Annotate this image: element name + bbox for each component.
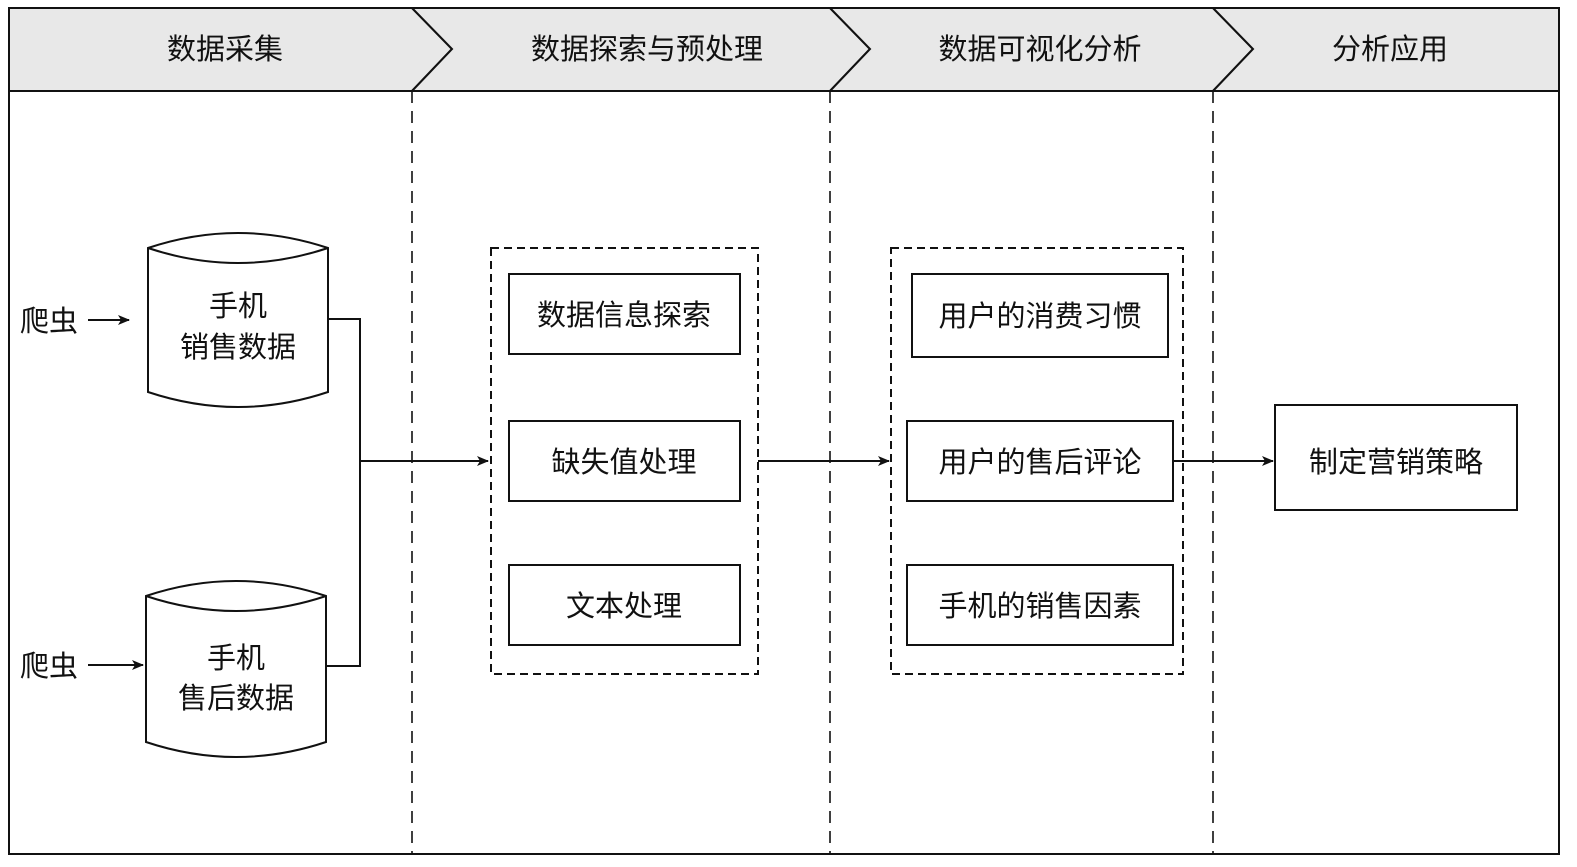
analysis-box-habits bbox=[911, 273, 1169, 358]
crawler-label-2: 爬虫 bbox=[20, 649, 78, 683]
analysis-label-habits: 用户的消费习惯 bbox=[938, 299, 1141, 333]
preprocess-box-missing bbox=[508, 420, 741, 502]
preprocess-group-frame bbox=[490, 247, 759, 675]
analysis-label-reviews: 用户的售后评论 bbox=[938, 445, 1141, 479]
source-sales-data: 爬虫 手机 销售数据 bbox=[20, 232, 329, 408]
database-label-aftersales-line2: 售后数据 bbox=[178, 681, 294, 715]
analysis-group: 用户的消费习惯 用户的售后评论 手机的销售因素 bbox=[890, 247, 1184, 675]
stage-label-application: 分析应用 bbox=[1332, 32, 1448, 66]
analysis-box-factors bbox=[906, 564, 1174, 646]
preprocess-group: 数据信息探索 缺失值处理 文本处理 bbox=[490, 247, 759, 675]
preprocess-box-explore bbox=[508, 273, 741, 355]
database-label-sales-line2: 销售数据 bbox=[180, 330, 296, 364]
merge-connector bbox=[326, 318, 361, 667]
database-icon-aftersales bbox=[145, 580, 327, 758]
source-aftersales-data: 爬虫 手机 售后数据 bbox=[20, 580, 327, 758]
preprocess-label-text: 文本处理 bbox=[566, 589, 682, 623]
stage-label-preprocess: 数据探索与预处理 bbox=[531, 32, 763, 66]
stage-label-collection: 数据采集 bbox=[167, 32, 283, 66]
analysis-group-frame bbox=[890, 247, 1184, 675]
application-box-strategy bbox=[1274, 404, 1518, 511]
database-label-aftersales-line1: 手机 bbox=[207, 641, 265, 675]
database-icon-sales bbox=[147, 232, 329, 408]
stage-label-visualization: 数据可视化分析 bbox=[938, 32, 1141, 66]
crawler-label-1: 爬虫 bbox=[20, 304, 78, 338]
application-group: 制定营销策略 bbox=[1274, 404, 1518, 511]
preprocess-label-explore: 数据信息探索 bbox=[537, 298, 711, 332]
analysis-label-factors: 手机的销售因素 bbox=[938, 589, 1141, 623]
application-label-strategy: 制定营销策略 bbox=[1309, 445, 1483, 479]
preprocess-label-missing: 缺失值处理 bbox=[551, 445, 696, 479]
stage-chevron-4 bbox=[1210, 7, 1560, 92]
stage-header: 数据采集 数据探索与预处理 数据可视化分析 分析应用 bbox=[8, 7, 1560, 92]
preprocess-box-text bbox=[508, 564, 741, 646]
database-label-sales-line1: 手机 bbox=[209, 289, 267, 323]
